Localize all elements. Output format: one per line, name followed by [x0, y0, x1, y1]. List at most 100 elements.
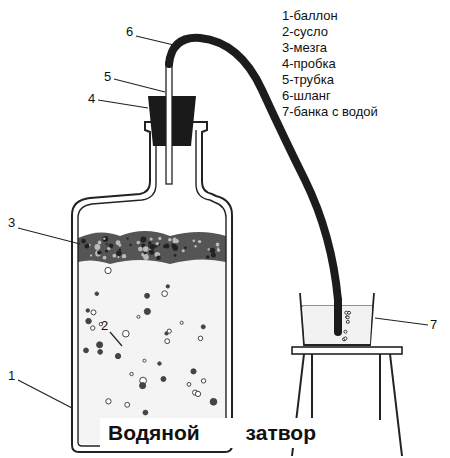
texture-dot	[137, 241, 141, 245]
texture-dot	[211, 253, 216, 258]
texture-dot	[180, 321, 183, 324]
texture-dot	[90, 254, 92, 256]
texture-dot	[140, 237, 146, 243]
texture-dot	[126, 237, 128, 239]
texture-dot	[106, 243, 108, 245]
texture-dot	[118, 243, 121, 246]
texture-dot	[81, 239, 86, 244]
texture-dot	[148, 241, 152, 245]
texture-dot	[346, 320, 349, 323]
texture-dot	[86, 318, 91, 323]
bottle-inner-wall	[78, 130, 226, 446]
texture-dot	[103, 256, 107, 260]
texture-dot	[143, 359, 146, 362]
texture-dot	[216, 243, 220, 247]
callout-number: 6	[126, 24, 133, 39]
texture-dot	[162, 291, 168, 297]
texture-dot	[149, 249, 154, 254]
texture-dot	[143, 246, 149, 252]
texture-dot	[201, 325, 205, 329]
legend-line: 7-банка с водой	[282, 104, 378, 120]
texture-dot	[198, 336, 203, 341]
tube	[166, 62, 172, 184]
texture-dot	[116, 251, 121, 256]
texture-dot	[206, 255, 210, 259]
texture-dot	[105, 267, 111, 273]
texture-dot	[150, 244, 156, 250]
texture-dot	[140, 383, 146, 389]
texture-dot	[112, 254, 116, 258]
texture-dot	[187, 382, 191, 386]
texture-dot	[166, 285, 169, 288]
texture-dot	[143, 410, 148, 415]
texture-dot	[163, 246, 165, 248]
texture-dot	[95, 292, 99, 296]
texture-dot	[107, 247, 110, 250]
bottle	[72, 122, 232, 452]
legend-line: 1-баллон	[282, 8, 338, 24]
texture-dot	[148, 245, 150, 247]
leader-lines	[18, 36, 428, 408]
texture-dot	[96, 250, 101, 255]
texture-dot	[137, 315, 140, 318]
texture-dot	[122, 254, 126, 258]
texture-dot	[91, 310, 96, 315]
texture-dot	[86, 243, 90, 247]
texture-dot	[161, 377, 166, 382]
texture-dot	[144, 308, 150, 314]
texture-dot	[102, 236, 108, 242]
texture-dot	[210, 248, 215, 253]
texture-dot	[184, 246, 187, 249]
texture-dot	[344, 337, 347, 340]
texture-dot	[174, 254, 177, 257]
wort	[78, 258, 226, 444]
texture-dot	[158, 362, 161, 365]
callout-number: 2	[101, 318, 108, 333]
texture-dot	[348, 311, 351, 314]
texture-dot	[156, 242, 159, 245]
texture-dot	[122, 330, 129, 337]
texture-dot	[130, 372, 133, 375]
texture-dot	[84, 244, 89, 249]
texture-dot	[106, 399, 111, 404]
texture-dot	[182, 249, 185, 252]
callout-number: 4	[88, 91, 95, 106]
texture-dot	[346, 316, 349, 319]
texture-dot	[105, 250, 108, 253]
texture-dot	[195, 391, 200, 396]
texture-dot	[198, 240, 201, 243]
texture-dot	[119, 248, 122, 251]
texture-dot	[143, 255, 149, 261]
legend-line: 4-пробка	[282, 56, 336, 72]
texture-dot	[145, 293, 150, 298]
texture-dot	[98, 241, 102, 245]
texture-dot	[346, 316, 349, 319]
texture-dot	[173, 239, 178, 244]
jar	[300, 293, 374, 345]
stand-top	[292, 347, 402, 354]
texture-dot	[97, 250, 101, 254]
texture-dot	[155, 245, 157, 247]
texture-dot	[91, 326, 95, 330]
texture-dot	[86, 309, 89, 312]
texture-dot	[138, 247, 143, 252]
hose-end	[334, 300, 342, 332]
texture-dot	[98, 350, 103, 355]
legend-line: 6-шланг	[282, 88, 331, 104]
texture-dot	[156, 256, 161, 261]
texture-dot	[165, 339, 170, 344]
legend-line: 5-трубка	[282, 72, 334, 88]
texture-dot	[171, 243, 176, 248]
texture-dot	[168, 238, 172, 242]
texture-dot	[158, 237, 161, 240]
legend-line: 2-сусло	[282, 24, 328, 40]
texture-dot	[210, 398, 217, 405]
legend-line: 3-мезга	[282, 40, 327, 56]
texture-dot	[167, 329, 171, 333]
texture-dot	[117, 256, 119, 258]
texture-dot	[201, 379, 205, 383]
texture-dot	[217, 249, 220, 252]
texture-dot	[129, 244, 131, 246]
